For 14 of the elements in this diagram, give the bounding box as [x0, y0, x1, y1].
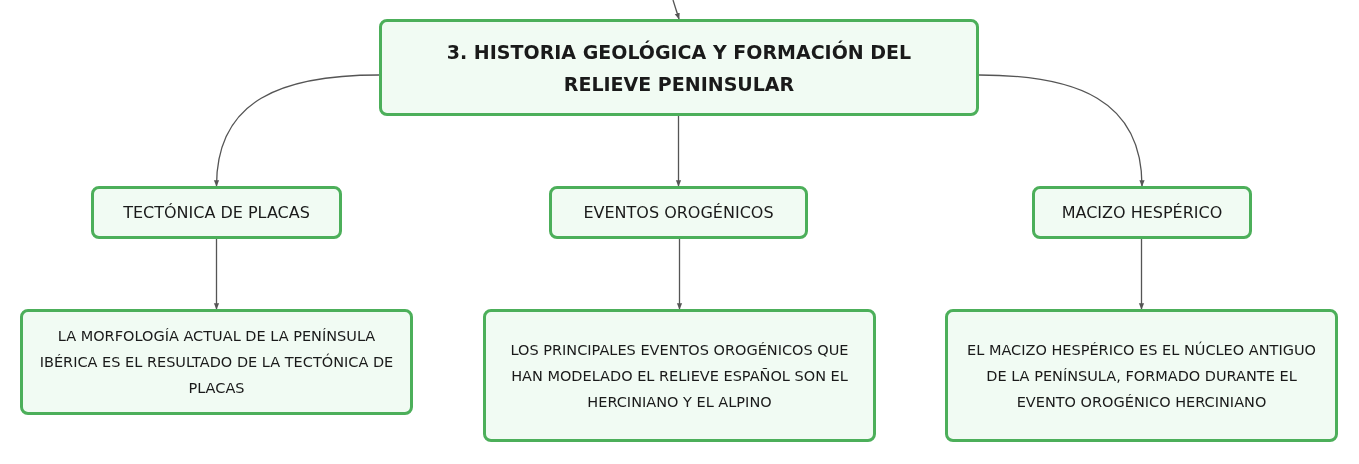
topic-box: MACIZO HESPÉRICO — [1032, 186, 1252, 239]
connector-arrow — [978, 74, 1145, 187]
topic-box: EVENTOS OROGÉNICOS — [549, 186, 808, 239]
connector-arrow — [675, 115, 682, 187]
topic-box: TECTÓNICA DE PLACAS — [91, 186, 342, 239]
title-box: 3. HISTORIA GEOLÓGICA Y FORMACIÓN DEL RELIEVE PENINSULAR — [379, 19, 979, 116]
connector-arrow — [676, 238, 683, 310]
connector-arrow — [213, 238, 220, 310]
connector-arrow — [214, 74, 380, 187]
description-box: LA MORFOLOGÍA ACTUAL DE LA PENÍNSULA IBÉRICA ES EL RESULTADO DE LA TECTÓNICA DE PLACAS — [20, 309, 413, 415]
connector-arrow — [672, 0, 680, 20]
connector-arrow — [1138, 238, 1145, 310]
description-box: LOS PRINCIPALES EVENTOS OROGÉNICOS QUE HAN MODELADO EL RELIEVE ESPAÑOL SON EL HERCINIANO Y EL ALPINO — [483, 309, 876, 442]
description-box: EL MACIZO HESPÉRICO ES EL NÚCLEO ANTIGUO DE LA PENÍNSULA, FORMADO DURANTE EL EVENTO OROGÉNICO HERCINIANO — [945, 309, 1338, 442]
